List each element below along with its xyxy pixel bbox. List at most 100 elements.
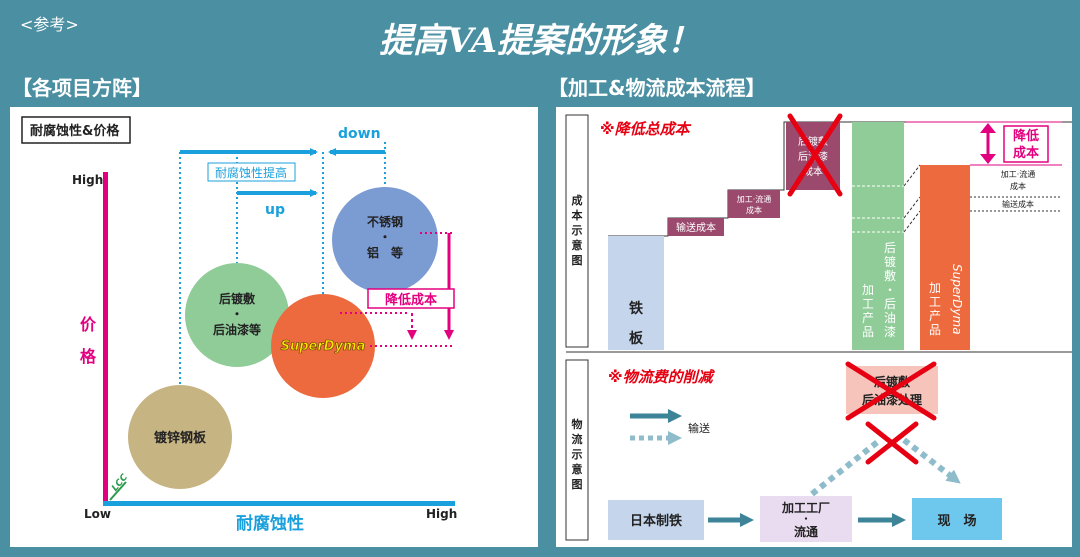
iron-bar [608, 236, 664, 350]
nippon-box [608, 500, 704, 540]
site-label: 现 场 [937, 514, 976, 529]
svg-text:意: 意 [572, 462, 583, 476]
orange-column [920, 165, 970, 350]
bottom-side-box [565, 359, 589, 541]
svg-text:加: 加 [862, 283, 874, 297]
green-column-dividers [852, 185, 904, 233]
svg-text:示: 示 [571, 448, 583, 461]
left-panel: 耐腐蚀性&价格 High 价 格 Low High 耐腐蚀性 LCC down … [10, 107, 538, 547]
svg-text:意: 意 [572, 238, 583, 252]
factory-box [760, 496, 852, 542]
svg-text:成: 成 [572, 193, 583, 207]
svg-text:产: 产 [929, 309, 941, 323]
down-label: down [338, 126, 381, 142]
box-label: 耐腐蚀性&价格 [30, 123, 120, 139]
factory-label-2: 流通 [794, 524, 818, 539]
legend-transport: 输送成本 [1002, 199, 1034, 209]
y-axis [103, 172, 108, 506]
corrosion-up-label: 耐腐蚀性提高 [215, 165, 287, 180]
y-label-1: 价 [80, 315, 97, 334]
process-cost-bar [728, 190, 780, 218]
right-heading: 【加工&物流成本流程】 [548, 76, 765, 100]
dotted-path-up [810, 437, 882, 497]
post-plating-circle [185, 263, 289, 367]
svg-text:品: 品 [929, 323, 941, 337]
y-label-2: 格 [80, 347, 97, 366]
nippon-label: 日本制铁 [630, 513, 682, 529]
svg-text:品: 品 [862, 325, 874, 339]
svg-text:加: 加 [929, 281, 941, 295]
legend-transport-label: 输送 [688, 421, 710, 435]
svg-text:漆: 漆 [884, 325, 896, 339]
stainless-dot: ・ [379, 230, 391, 244]
svg-text:敷: 敷 [884, 268, 896, 283]
post-plating-dot: ・ [231, 307, 243, 321]
legend-process-1: 加工·流通 [1001, 169, 1036, 179]
process-cost-label-2: 成本 [746, 205, 762, 215]
corrosion-up-box [207, 162, 296, 182]
ref-tag: <参考> [20, 15, 79, 34]
process-cost-label-1: 加工·流通 [737, 194, 772, 204]
svg-text:镀: 镀 [884, 255, 896, 269]
bottom-side-label: 物 流 示 意 图 [571, 417, 583, 491]
top-side-label: 成 本 示 意 图 [571, 193, 583, 267]
green-column-text-a: 后 镀 敷 ・ 后 油 漆 [884, 241, 896, 339]
stainless-circle [332, 187, 438, 293]
cross-out-cost-icon [787, 113, 843, 197]
connector-dashes [903, 164, 921, 233]
iron-label-1: 铁 [629, 300, 643, 317]
reduce-cost-box [367, 288, 455, 309]
reduce-label-2: 成本 [1013, 145, 1039, 161]
factory-dot: ・ [801, 515, 810, 525]
legend-process-2: 成本 [1010, 181, 1026, 191]
top-side-box [565, 114, 589, 348]
svg-text:后: 后 [884, 241, 896, 255]
svg-text:・: ・ [884, 283, 896, 297]
cross-out-process-icon [845, 361, 937, 465]
x-high: High [426, 507, 457, 521]
stainless-label-2: 铝 等 [367, 245, 403, 260]
svg-text:图: 图 [572, 254, 583, 267]
svg-text:工: 工 [929, 295, 941, 309]
svg-text:油: 油 [884, 311, 896, 325]
reduce-label-1: 降低 [1013, 128, 1039, 144]
magenta-guides [340, 232, 455, 347]
transport-cost-bar [668, 218, 724, 236]
y-high: High [72, 173, 103, 187]
box-label-frame [21, 116, 131, 144]
right-panel: 成 本 示 意 图 ※降低总成本 铁 板 输送成本 加工·流通 成本 后镀敷 后… [556, 107, 1072, 547]
svg-text:图: 图 [572, 478, 583, 491]
svg-text:本: 本 [572, 208, 583, 222]
svg-text:后: 后 [884, 297, 896, 311]
page-title: 提高VA提案的形象！ [379, 21, 701, 61]
svg-text:物: 物 [572, 417, 583, 431]
iron-label-2: 板 [629, 330, 644, 347]
svg-text:示: 示 [571, 224, 583, 237]
cyan-guides [179, 142, 386, 385]
x-low: Low [84, 507, 111, 521]
bottom-note: ※物流费的削减 [608, 368, 716, 386]
post-plating-label-1: 后镀敷 [219, 291, 256, 306]
up-label: up [265, 202, 285, 218]
lcc-line [109, 481, 127, 501]
green-column-text-b: 加 工 产 品 [862, 283, 874, 339]
post-plating-label-2: 后油漆等 [213, 322, 261, 337]
orange-column-text-a: SuperDyma [950, 264, 964, 335]
stainless-label-1: 不锈钢 [367, 214, 403, 229]
svg-text:流: 流 [572, 432, 583, 446]
x-axis [103, 501, 455, 506]
galvanized-circle [128, 385, 232, 489]
reduce-box [1003, 125, 1049, 163]
reduce-cost-label: 降低成本 [385, 292, 437, 308]
svg-text:产: 产 [862, 311, 874, 325]
x-label: 耐腐蚀性 [236, 513, 304, 534]
transport-cost-label: 输送成本 [676, 221, 716, 234]
site-box [912, 498, 1002, 540]
left-heading: 【各项目方阵】 [12, 76, 152, 100]
orange-column-text-b: 加 工 产 品 [929, 281, 941, 337]
factory-label-1: 加工工厂 [781, 500, 830, 515]
superdyma-label: SuperDyma [281, 339, 366, 354]
galvanized-label: 镀锌钢板 [154, 430, 207, 446]
